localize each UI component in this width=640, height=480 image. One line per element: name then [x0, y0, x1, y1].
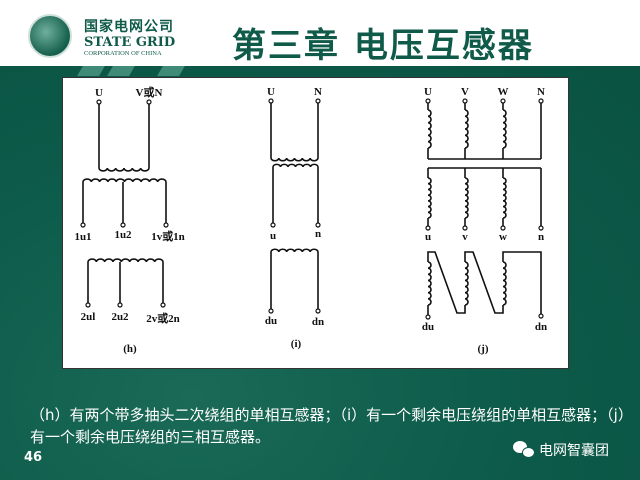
winding-coil	[270, 157, 319, 162]
winding-coil	[427, 109, 432, 149]
wire	[464, 251, 504, 314]
wire	[502, 251, 542, 316]
terminal	[425, 98, 431, 104]
terminal-label: 2v或2n	[146, 311, 180, 325]
terminal-label: u	[270, 230, 276, 242]
terminal-label: U	[267, 86, 275, 98]
winding-coil	[98, 167, 150, 172]
wire	[427, 251, 466, 314]
terminal	[538, 98, 544, 104]
terminal	[146, 99, 152, 105]
terminal	[268, 98, 274, 104]
terminal-label: W	[498, 86, 509, 98]
terminal	[96, 99, 102, 105]
terminal	[163, 222, 169, 228]
brand: 国家电网公司 STATE GRID CORPORATION OF CHINA	[84, 16, 175, 57]
brand-name-cn: 国家电网公司	[84, 19, 174, 35]
figure-label: (h)	[123, 343, 137, 355]
winding-coil	[427, 261, 432, 306]
brand-name-en: STATE GRID	[84, 35, 176, 50]
terminal-label: V或N	[136, 85, 163, 99]
terminal	[462, 225, 468, 231]
terminal-label: n	[538, 231, 544, 243]
terminal	[117, 302, 123, 308]
terminal	[80, 222, 86, 228]
winding-coil	[502, 261, 507, 306]
terminal	[268, 308, 274, 314]
terminal-label: w	[499, 231, 507, 243]
winding-coil	[270, 248, 319, 253]
terminal	[462, 98, 468, 104]
figure-caption: （h）有两个带多抽头二次绕组的单相互感器；（i）有一个剩余电压绕组的单相互感器；…	[30, 406, 626, 446]
terminal-label: du	[265, 315, 277, 327]
terminal-label: 1u2	[114, 229, 132, 241]
slide-header	[0, 0, 640, 66]
figure-label: (j)	[478, 343, 489, 355]
watermark-text: 电网智囊团	[539, 443, 609, 459]
terminal-label: u	[425, 231, 431, 243]
terminal	[425, 225, 431, 231]
figure-label: (i)	[291, 338, 302, 350]
terminal-label: 2u2	[111, 311, 129, 323]
terminal-label: dn	[312, 316, 324, 328]
state-grid-logo	[28, 14, 72, 58]
terminal-label: U	[424, 86, 432, 98]
winding-coil	[502, 109, 507, 149]
terminal	[425, 314, 431, 320]
terminal	[500, 225, 506, 231]
winding-coil	[427, 177, 432, 219]
terminal	[538, 313, 544, 319]
terminal-label: n	[315, 228, 321, 240]
terminal-label: V	[461, 86, 469, 98]
watermark: 电网智囊团	[513, 440, 609, 460]
terminal	[500, 98, 506, 104]
winding-coil	[464, 177, 469, 219]
winding-coil	[464, 261, 469, 306]
terminal-label: N	[537, 86, 545, 98]
terminal	[315, 98, 321, 104]
terminal-label: du	[422, 321, 434, 333]
terminal	[538, 225, 544, 231]
terminal	[315, 222, 321, 228]
terminal	[85, 302, 91, 308]
terminal-label: N	[314, 86, 322, 98]
winding-coil	[272, 163, 319, 168]
terminal-label: 1v或1n	[151, 229, 185, 243]
page-number: 46	[24, 450, 43, 465]
winding-coil	[82, 178, 167, 183]
wechat-icon	[513, 441, 535, 459]
brand-sub: CORPORATION OF CHINA	[84, 50, 162, 57]
transformer-diagram	[62, 77, 569, 369]
terminal	[270, 222, 276, 228]
terminal-label: 1u1	[74, 231, 91, 243]
terminal	[120, 222, 126, 228]
terminal-label: v	[462, 231, 468, 243]
terminal	[315, 308, 321, 314]
terminal-label: U	[95, 87, 103, 99]
winding-coil	[464, 109, 469, 149]
winding-coil	[87, 258, 164, 263]
terminal-label: dn	[535, 321, 547, 333]
terminal-label: 2ul	[81, 311, 96, 323]
winding-coil	[502, 177, 507, 219]
terminal	[160, 302, 166, 308]
slide-title: 第三章 电压互感器	[232, 26, 534, 66]
